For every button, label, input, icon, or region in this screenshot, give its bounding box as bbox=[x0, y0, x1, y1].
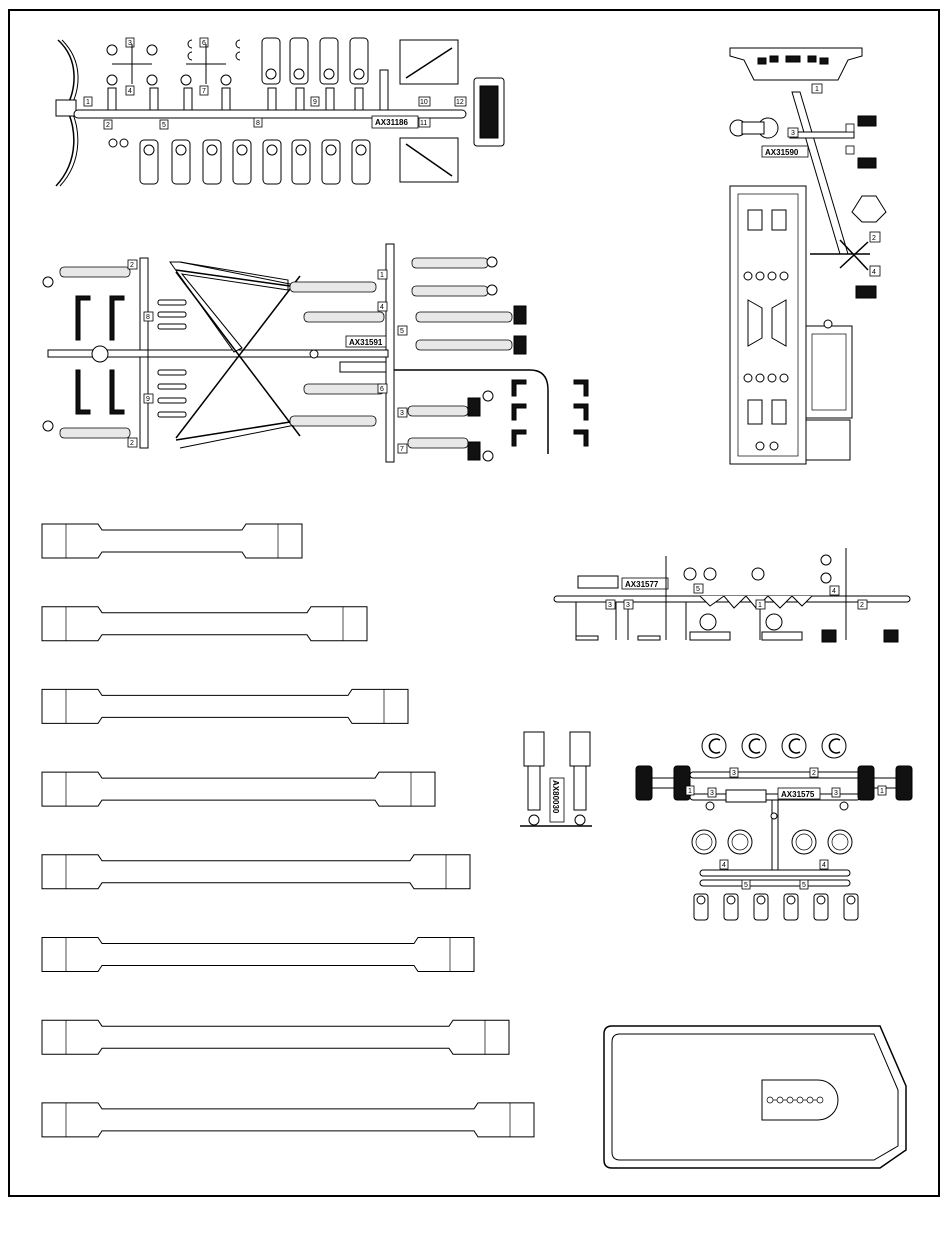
gate-number: 9 bbox=[146, 396, 150, 403]
gate-number: 1 bbox=[688, 788, 692, 795]
sprue-code-label: AX31575 bbox=[781, 790, 815, 799]
gate-number: 1 bbox=[880, 788, 884, 795]
gate-number: 11 bbox=[420, 120, 427, 127]
gate-number: 4 bbox=[832, 588, 836, 595]
gate-number: 4 bbox=[722, 862, 726, 869]
gate-number: 3 bbox=[626, 602, 630, 609]
gate-number: 5 bbox=[802, 882, 806, 889]
gate-number: 1 bbox=[380, 272, 384, 279]
gate-number: 2 bbox=[106, 122, 110, 129]
gate-number: 4 bbox=[872, 269, 876, 276]
gate-number: 5 bbox=[744, 882, 748, 889]
gate-number: 6 bbox=[202, 40, 206, 47]
sprue-code-label: AX31590 bbox=[765, 148, 799, 157]
gate-number: 9 bbox=[313, 99, 317, 106]
gate-number: 5 bbox=[696, 586, 700, 593]
gate-number: 3 bbox=[791, 130, 795, 137]
gate-number: 3 bbox=[400, 410, 404, 417]
gate-number: 6 bbox=[380, 386, 384, 393]
gate-number: 3 bbox=[834, 790, 838, 797]
gate-number: 3 bbox=[608, 602, 612, 609]
gate-number: 4 bbox=[822, 862, 826, 869]
gate-number: 3 bbox=[710, 790, 714, 797]
sprue-code-label: AX31577 bbox=[625, 580, 659, 589]
gate-number: 10 bbox=[420, 99, 428, 106]
gate-number: 4 bbox=[128, 88, 132, 95]
gate-number: 2 bbox=[130, 262, 134, 269]
gate-number: 2 bbox=[130, 440, 134, 447]
sprue-code-label: AX80030 bbox=[551, 780, 560, 814]
gate-number: 2 bbox=[860, 602, 864, 609]
gate-number: 3 bbox=[732, 770, 736, 777]
gate-number: 2 bbox=[872, 235, 876, 242]
sprue-code-label: AX31186 bbox=[375, 118, 408, 127]
gate-number: 4 bbox=[380, 304, 384, 311]
gate-number: 8 bbox=[146, 314, 150, 321]
sprue-code-label: AX31591 bbox=[349, 338, 383, 347]
gate-number: 12 bbox=[456, 99, 464, 106]
gate-number: 5 bbox=[162, 122, 166, 129]
gate-number: 5 bbox=[400, 328, 404, 335]
gate-number: 7 bbox=[202, 88, 206, 95]
gate-number: 1 bbox=[758, 602, 762, 609]
gate-number: 2 bbox=[812, 770, 816, 777]
gate-number: 1 bbox=[86, 99, 90, 106]
gate-number: 1 bbox=[815, 86, 819, 93]
gate-number: 3 bbox=[128, 40, 132, 47]
gate-number: 7 bbox=[400, 446, 404, 453]
gate-number: 8 bbox=[256, 120, 260, 127]
